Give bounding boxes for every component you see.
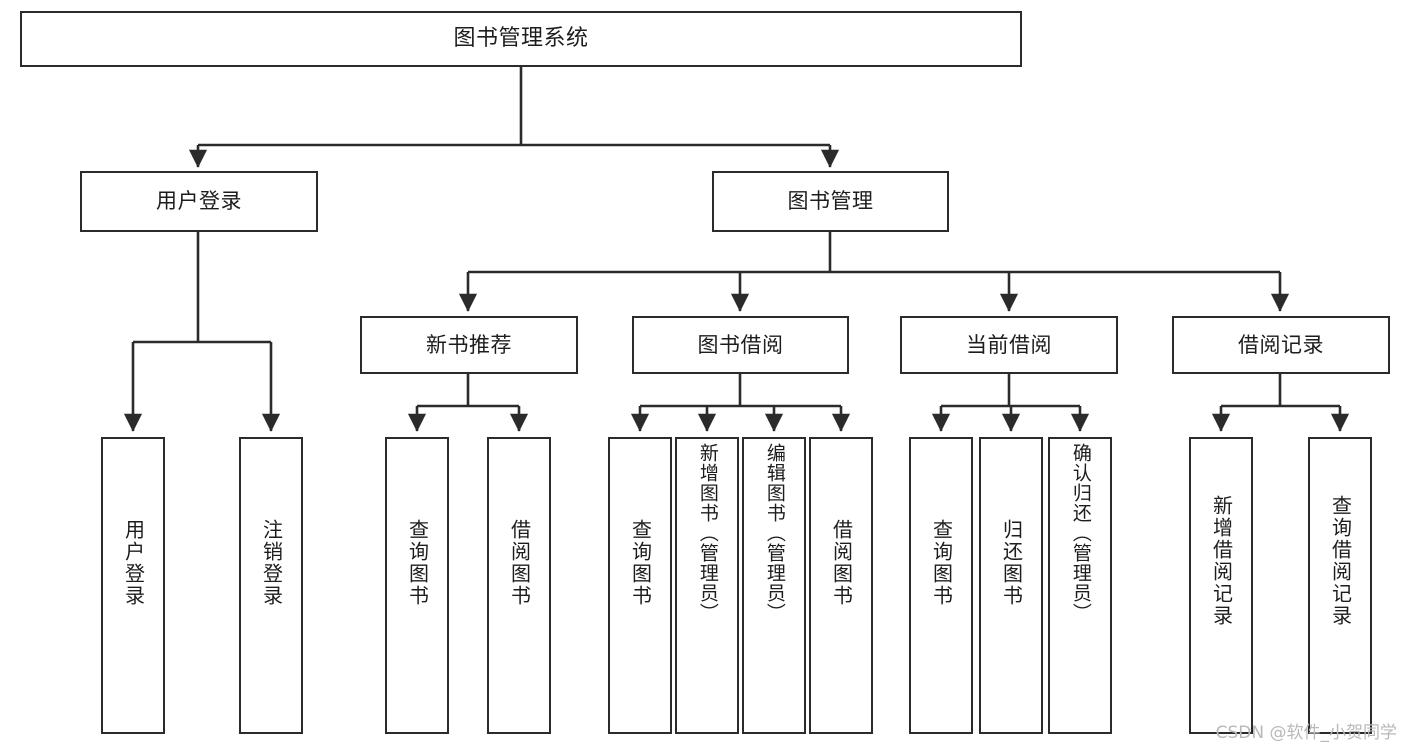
node-label: 查询图书 [929, 519, 954, 607]
node-user-login[interactable]: 用户登录 [80, 171, 318, 232]
leaf-new-book-borrow-book[interactable]: 借阅图书 [487, 437, 551, 734]
node-book-borrow[interactable]: 图书借阅 [632, 316, 849, 374]
leaf-user-login-logout[interactable]: 注销登录 [239, 437, 303, 734]
leaf-book-borrow-query-book[interactable]: 查询图书 [608, 437, 672, 734]
node-label: 借阅图书 [829, 519, 854, 607]
node-label: 新书推荐 [426, 332, 512, 357]
node-label: 用户登录 [121, 519, 146, 607]
node-label: 用户登录 [156, 189, 242, 214]
leaf-current-borrow-return-book[interactable]: 归还图书 [979, 437, 1043, 734]
node-label: 新增借阅记录 [1209, 495, 1234, 627]
node-label: 借阅记录 [1238, 332, 1324, 357]
node-label: 图书借阅 [697, 332, 784, 357]
leaf-user-login-login[interactable]: 用户登录 [101, 437, 165, 734]
node-current-borrow[interactable]: 当前借阅 [900, 316, 1118, 374]
node-label: 图书管理系统 [453, 26, 589, 52]
watermark-text: CSDN @软件_小贺同学 [1215, 723, 1397, 743]
leaf-new-book-query-book[interactable]: 查询图书 [385, 437, 449, 734]
node-book-management[interactable]: 图书管理 [712, 171, 949, 232]
node-label: 新增图书（管理员） [696, 443, 719, 623]
node-borrow-record[interactable]: 借阅记录 [1172, 316, 1390, 374]
node-label: 图书管理 [787, 189, 874, 214]
leaf-borrow-record-add-record[interactable]: 新增借阅记录 [1189, 437, 1253, 734]
leaf-current-borrow-query-book[interactable]: 查询图书 [909, 437, 973, 734]
leaf-book-borrow-edit-book-admin[interactable]: 编辑图书（管理员） [742, 437, 806, 734]
node-label: 归还图书 [999, 519, 1024, 607]
leaf-book-borrow-add-book-admin[interactable]: 新增图书（管理员） [675, 437, 739, 734]
leaf-book-borrow-borrow-book[interactable]: 借阅图书 [809, 437, 873, 734]
node-label: 借阅图书 [507, 519, 532, 607]
node-label: 注销登录 [259, 519, 284, 607]
node-label: 查询图书 [405, 519, 430, 607]
node-new-book-recommend[interactable]: 新书推荐 [360, 316, 578, 374]
node-label: 确认归还（管理员） [1069, 443, 1092, 623]
node-label: 查询借阅记录 [1328, 495, 1353, 627]
node-label: 查询图书 [628, 519, 653, 607]
leaf-current-borrow-confirm-return-admin[interactable]: 确认归还（管理员） [1048, 437, 1112, 734]
node-label: 编辑图书（管理员） [763, 443, 786, 623]
node-label: 当前借阅 [966, 332, 1052, 357]
leaf-borrow-record-query-record[interactable]: 查询借阅记录 [1308, 437, 1372, 734]
node-root-book-management-system[interactable]: 图书管理系统 [20, 11, 1022, 67]
